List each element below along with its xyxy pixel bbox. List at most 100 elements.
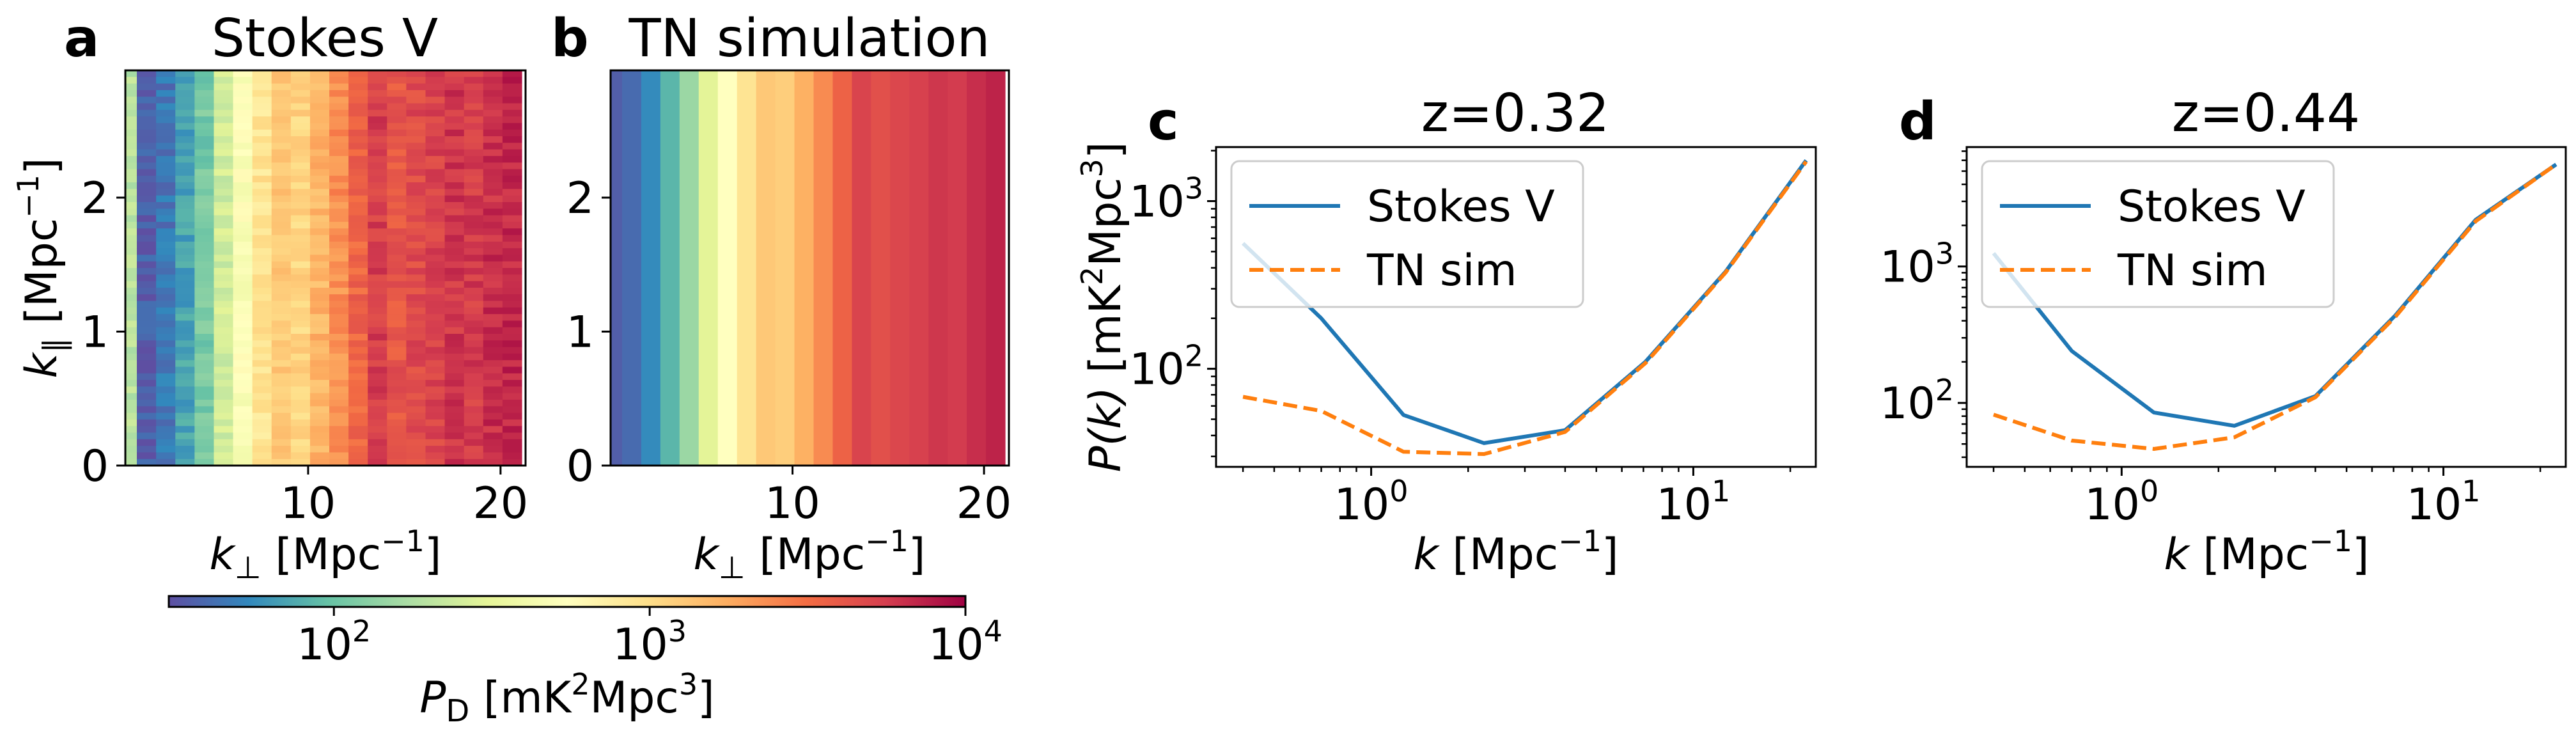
heatmap-cell: [368, 327, 387, 334]
series-line-tn-sim: [1993, 162, 2557, 451]
heatmap-cell: [464, 208, 484, 216]
legend-label-1: TN sim: [2117, 246, 2268, 296]
heatmap-cell: [387, 182, 407, 189]
heatmap-cell: [175, 419, 195, 427]
heatmap-cell: [309, 109, 330, 117]
heatmap-cell: [233, 412, 253, 420]
heatmap-cell: [214, 241, 234, 249]
heatmap-cell: [483, 149, 503, 157]
heatmap-cell: [444, 426, 465, 434]
heatmap-cell: [156, 261, 176, 269]
heatmap-cell: [214, 452, 234, 460]
panel-letter-d: d: [1899, 91, 1937, 152]
heatmap-cell: [252, 320, 272, 328]
heatmap-cell: [483, 241, 503, 249]
heatmap-cell: [125, 426, 137, 434]
heatmap-cell: [387, 149, 407, 157]
heatmap-cell: [156, 143, 176, 150]
heatmap-cell: [387, 412, 407, 420]
heatmap-cell: [425, 432, 446, 440]
heatmap-cell: [252, 334, 272, 341]
heatmap-cell: [329, 446, 349, 453]
heatmap-cell: [444, 241, 465, 249]
heatmap-cell: [125, 83, 137, 91]
heatmap-cell: [156, 393, 176, 400]
heatmap-cell: [233, 380, 253, 387]
heatmap-cell: [425, 83, 446, 91]
heatmap-cell: [233, 274, 253, 282]
heatmap-cell: [175, 393, 195, 400]
heatmap-cell: [156, 380, 176, 387]
heatmap-cell: [368, 320, 387, 328]
heatmap-cell: [406, 97, 426, 104]
heatmap-cell: [125, 274, 137, 282]
heatmap-cell: [214, 426, 234, 434]
heatmap-cell: [175, 116, 195, 123]
heatmap-cell: [214, 432, 234, 440]
heatmap-cell: [214, 228, 234, 236]
heatmap-cell: [194, 347, 215, 354]
heatmap-cell: [290, 149, 311, 157]
heatmap-cell: [175, 175, 195, 183]
heatmap-cell: [387, 90, 407, 97]
heatmap-cell: [137, 452, 157, 460]
heatmap-cell: [483, 235, 503, 242]
heatmap-cell: [290, 406, 311, 414]
heatmap-cell: [271, 340, 292, 348]
heatmap-cell: [502, 235, 522, 242]
heatmap-cell: [214, 406, 234, 414]
heatmap-cell: [233, 215, 253, 223]
heatmap-cell: [794, 70, 815, 466]
heatmap-cell: [502, 221, 522, 229]
heatmap-cell: [387, 294, 407, 302]
heatmap-cell: [406, 248, 426, 255]
heatmap-cell: [194, 439, 215, 446]
heatmap-cell: [194, 116, 215, 123]
heatmap-cell: [290, 70, 311, 77]
x-tick-label: 101: [2407, 474, 2481, 530]
heatmap-cell: [483, 452, 503, 460]
heatmap-cell: [387, 261, 407, 269]
heatmap-cell: [483, 109, 503, 117]
heatmap-cell: [329, 97, 349, 104]
heatmap-cell: [483, 459, 503, 466]
heatmap-cell: [156, 77, 176, 84]
heatmap-cell: [125, 143, 137, 150]
heatmap-cell: [329, 169, 349, 177]
heatmap-cell: [483, 248, 503, 255]
heatmap-cell: [156, 255, 176, 262]
heatmap-cell: [387, 143, 407, 150]
heatmap-cell: [387, 287, 407, 295]
heatmap-cell: [444, 301, 465, 308]
heatmap-cell: [329, 155, 349, 163]
heatmap-cell: [214, 412, 234, 420]
heatmap-cell: [309, 202, 330, 209]
heatmap-cell: [125, 255, 137, 262]
heatmap-cell: [214, 353, 234, 361]
heatmap-cell: [156, 228, 176, 236]
heatmap-cell: [368, 393, 387, 400]
heatmap-cell: [329, 182, 349, 189]
heatmap-cell: [464, 241, 484, 249]
heatmap-cell: [175, 459, 195, 466]
heatmap-cell: [271, 195, 292, 203]
heatmap-cell: [444, 380, 465, 387]
heatmap-cell: [214, 208, 234, 216]
heatmap-cell: [444, 400, 465, 407]
heatmap-cell: [368, 169, 387, 177]
heatmap-cell: [348, 287, 368, 295]
heatmap-cell: [425, 109, 446, 117]
heatmap-cell: [329, 136, 349, 143]
heatmap-cell: [444, 459, 465, 466]
heatmap-cell: [348, 228, 368, 236]
heatmap-cell: [290, 189, 311, 196]
heatmap-cell: [368, 452, 387, 460]
heatmap-cell: [271, 175, 292, 183]
heatmap-cell: [464, 136, 484, 143]
heatmap-cell: [387, 320, 407, 328]
heatmap-cell: [175, 412, 195, 420]
heatmap-cell: [290, 380, 311, 387]
heatmap-cell: [137, 400, 157, 407]
heatmap-cell: [444, 366, 465, 374]
heatmap-cell: [175, 83, 195, 91]
